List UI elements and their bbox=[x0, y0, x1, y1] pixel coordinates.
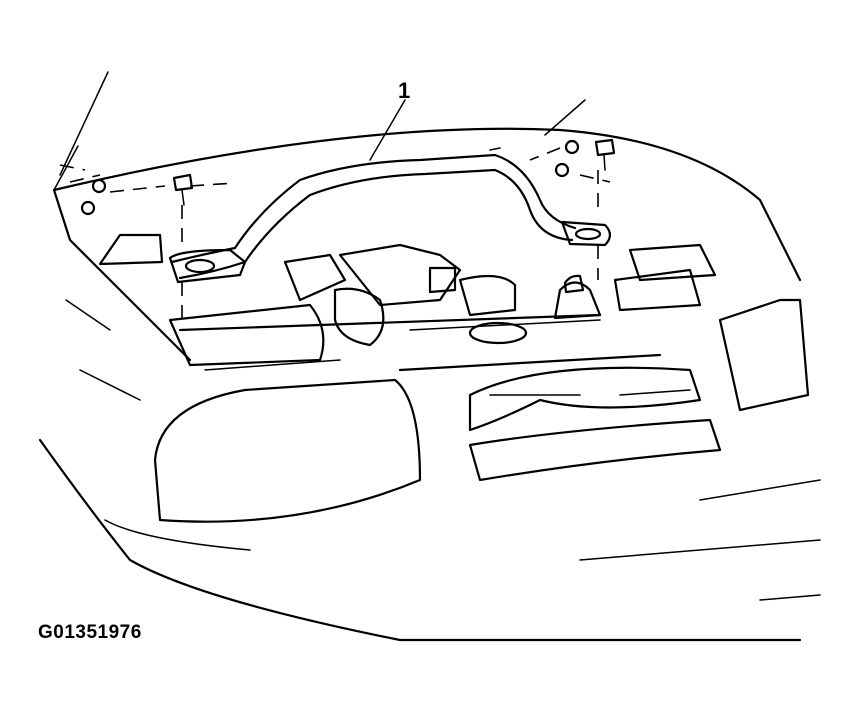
front-bumper-area bbox=[38, 299, 821, 642]
strut-tower-brace bbox=[168, 147, 612, 284]
mounting-bolts bbox=[80, 138, 616, 294]
alignment-lines bbox=[59, 147, 611, 320]
hood-outline bbox=[52, 71, 810, 412]
figure-id: G01351976 bbox=[38, 622, 142, 643]
callout-1: 1 bbox=[369, 78, 410, 161]
callout-number: 1 bbox=[398, 78, 410, 103]
engine-bay bbox=[168, 243, 717, 371]
